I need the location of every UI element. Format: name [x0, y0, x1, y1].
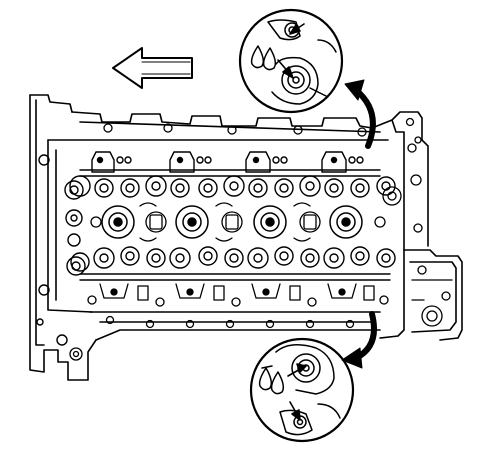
rear-housing-details	[382, 143, 453, 327]
oil-drop-icon	[258, 367, 273, 391]
lower-detail-callout	[249, 337, 355, 443]
left-side-holes	[36, 154, 86, 346]
arrow-icon	[277, 59, 294, 79]
arrow-icon	[289, 401, 301, 421]
top-bolt-lugs	[103, 117, 422, 144]
cylinder-head-body	[29, 94, 463, 381]
oil-drop-icon	[270, 371, 285, 395]
bottom-bolt-lugs	[69, 315, 355, 361]
lower-cam-bearing-row	[70, 246, 396, 281]
arrow-icon	[289, 23, 305, 35]
upper-detail-callout	[238, 8, 344, 114]
curved-arrow-icon	[344, 79, 376, 149]
oil-drop-icon	[250, 45, 265, 69]
lower-bearing-caps	[87, 283, 389, 307]
valve-spring-pockets	[90, 202, 386, 242]
hollow-arrow-left-icon	[112, 47, 193, 89]
arrow-icon	[287, 363, 307, 377]
curved-arrow-icon	[341, 311, 377, 369]
oil-drop-icon	[262, 47, 277, 71]
upper-cam-bearing-row	[69, 151, 396, 198]
spark-plug-towers	[101, 205, 363, 239]
